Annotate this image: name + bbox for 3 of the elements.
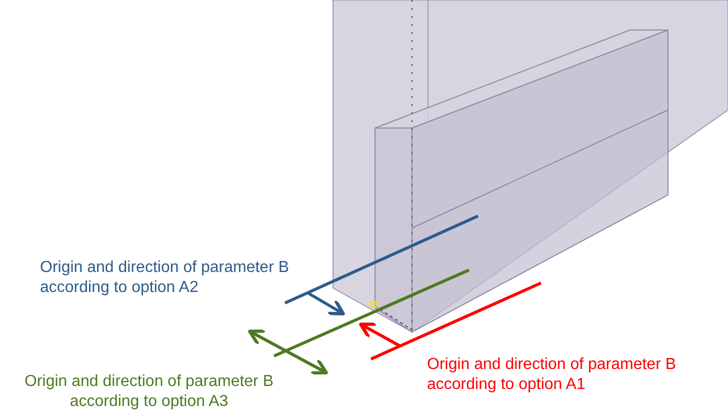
annotation-text: Origin and direction of parameter B according to option A3	[23, 372, 274, 412]
annotation-text: Origin and direction of parameter B according to option A2	[40, 258, 290, 298]
annotation-text: Origin and direction of parameter B according to option A1	[427, 355, 678, 395]
